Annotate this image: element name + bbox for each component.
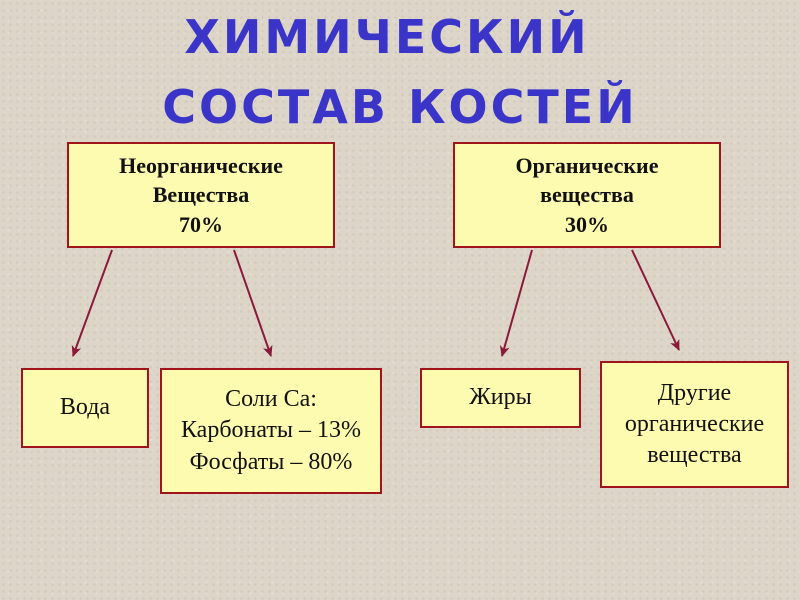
- other-label-line-2: органические: [624, 410, 765, 437]
- water-box: Вода: [21, 368, 149, 448]
- organic-label-line-1: Органические: [515, 153, 659, 179]
- salts-label-line-3: Фосфаты – 80%: [189, 448, 353, 475]
- arrow-organic-to-fats: [499, 249, 533, 357]
- page-title-line-2: СОСТАВ КОСТЕЙ: [162, 80, 638, 134]
- water-label: Вода: [59, 394, 111, 421]
- organic-label-line-2: вещества: [540, 182, 634, 208]
- fats-box: Жиры: [420, 368, 581, 428]
- arrow-inorganic-to-salts: [233, 249, 273, 357]
- salts-label-line-2: Карбонаты – 13%: [180, 417, 362, 444]
- salts-label-line-1: Соли Са:: [225, 386, 317, 413]
- other-label-line-3: вещества: [647, 442, 742, 469]
- other-label-line-1: Другие: [657, 379, 732, 406]
- inorganic-substances-box: Неорганические Вещества 70%: [67, 142, 335, 248]
- inorganic-label-line-2: Вещества: [152, 182, 250, 208]
- calcium-salts-box: Соли Са: Карбонаты – 13% Фосфаты – 80%: [160, 368, 382, 494]
- arrow-inorganic-to-water: [71, 249, 113, 357]
- fats-label: Жиры: [469, 384, 532, 411]
- other-organic-box: Другие органические вещества: [600, 361, 789, 488]
- page-title-line-1: ХИМИЧЕСКИЙ: [184, 10, 590, 64]
- inorganic-label-line-1: Неорганические: [119, 153, 283, 179]
- arrow-organic-to-other: [631, 249, 680, 351]
- organic-substances-box: Органические вещества 30%: [453, 142, 721, 248]
- inorganic-percent: 70%: [179, 211, 223, 237]
- organic-percent: 30%: [565, 211, 609, 237]
